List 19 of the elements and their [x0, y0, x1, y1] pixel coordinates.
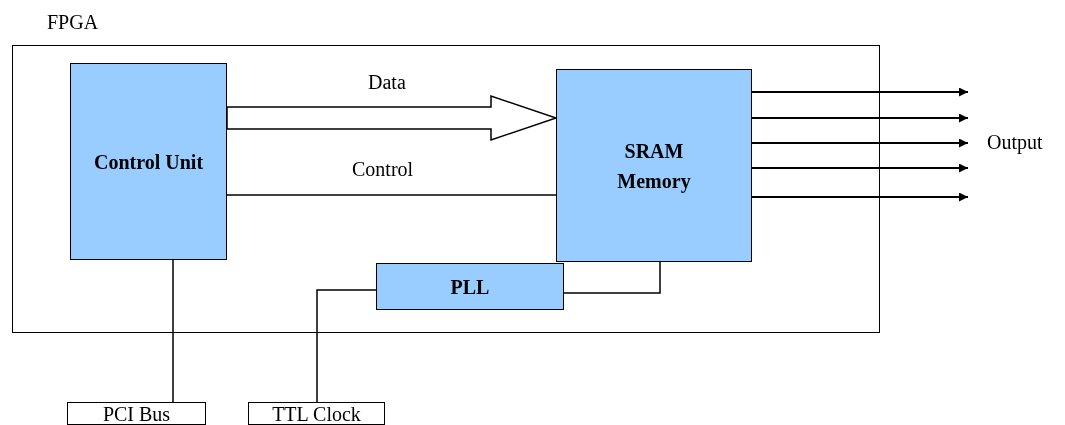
output-label: Output	[987, 130, 1043, 155]
arrow	[751, 87, 969, 97]
edge-label: Control	[352, 157, 414, 182]
connector-line	[172, 259, 174, 403]
io-box: PCI Bus	[67, 402, 206, 425]
block-box: PLL	[376, 263, 564, 310]
connector-line	[563, 261, 661, 294]
data-bus-arrow	[226, 94, 559, 142]
heading: FPGA	[47, 10, 99, 35]
block-box: SRAM Memory	[556, 69, 752, 262]
block-box: Control Unit	[70, 63, 227, 260]
arrow	[751, 113, 969, 123]
arrow	[751, 192, 969, 202]
edge-label: Data	[368, 70, 406, 95]
connector-line	[316, 289, 377, 403]
io-box: TTL Clock	[248, 402, 385, 425]
arrow	[751, 138, 969, 148]
arrow	[751, 163, 969, 173]
connector-line	[226, 194, 557, 196]
